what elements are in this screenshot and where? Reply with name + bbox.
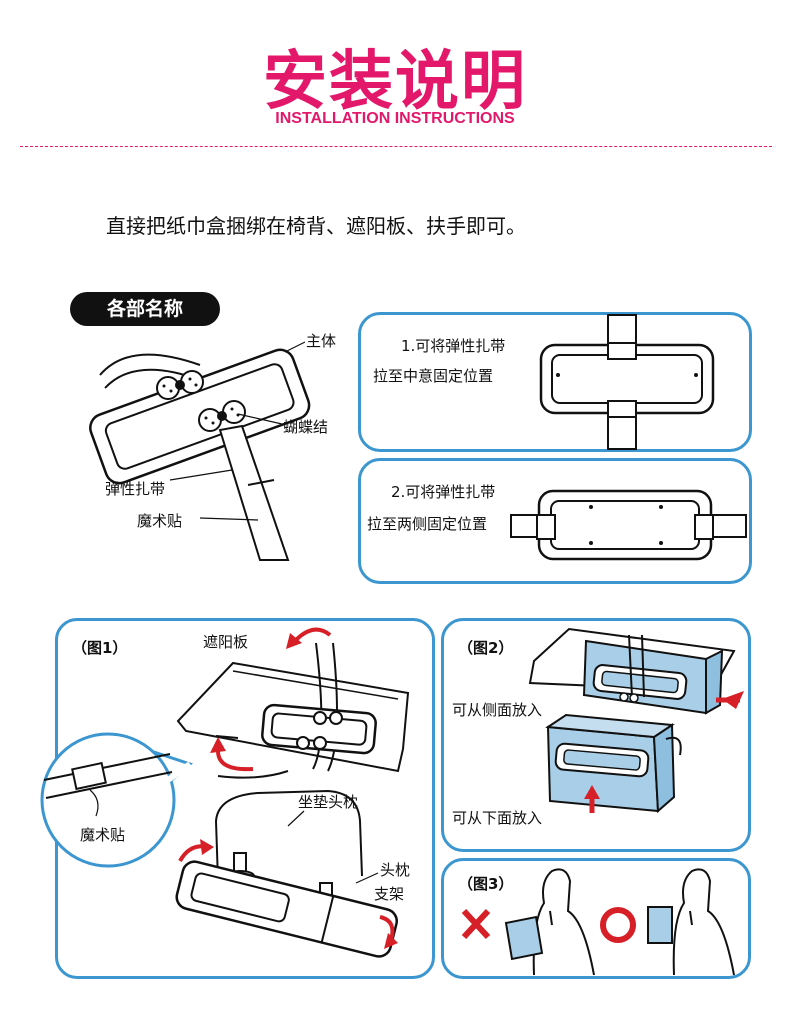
fig3-panel: （图3） bbox=[441, 858, 751, 979]
label-main-body: 主体 bbox=[306, 330, 336, 351]
option1-line1: 1.可将弹性扎带 bbox=[401, 335, 505, 356]
page-subtitle: INSTALLATION INSTRUCTIONS bbox=[0, 110, 790, 128]
option1-panel: 1.可将弹性扎带 拉至中意固定位置 bbox=[358, 312, 752, 452]
label-elastic-strap: 弹性扎带 bbox=[105, 478, 165, 499]
magnifier-bubble bbox=[30, 720, 210, 880]
parts-illustration bbox=[60, 320, 360, 580]
correct-mark-icon bbox=[603, 910, 633, 940]
fig2-diagram bbox=[444, 621, 748, 849]
option2-line1: 2.可将弹性扎带 bbox=[391, 481, 495, 502]
fig1-velcro-label: 魔术贴 bbox=[80, 824, 125, 845]
option2-diagram bbox=[511, 461, 746, 581]
header-divider bbox=[20, 146, 772, 147]
fig2-panel: （图2） 可从侧面放入 可从下面放入 bbox=[441, 618, 751, 852]
option1-diagram bbox=[536, 315, 736, 449]
intro-text: 直接把纸巾盒捆绑在椅背、遮阳板、扶手即可。 bbox=[106, 210, 526, 239]
option2-line2: 拉至两侧固定位置 bbox=[367, 513, 487, 534]
label-velcro: 魔术贴 bbox=[137, 510, 182, 531]
fig3-diagram bbox=[444, 861, 748, 976]
page-title: 安装说明 bbox=[0, 30, 790, 122]
option1-line2: 拉至中意固定位置 bbox=[373, 365, 493, 386]
option2-panel: 2.可将弹性扎带 拉至两侧固定位置 bbox=[358, 458, 752, 584]
wrong-mark-icon bbox=[464, 911, 488, 937]
label-bow: 蝴蝶结 bbox=[283, 416, 328, 437]
